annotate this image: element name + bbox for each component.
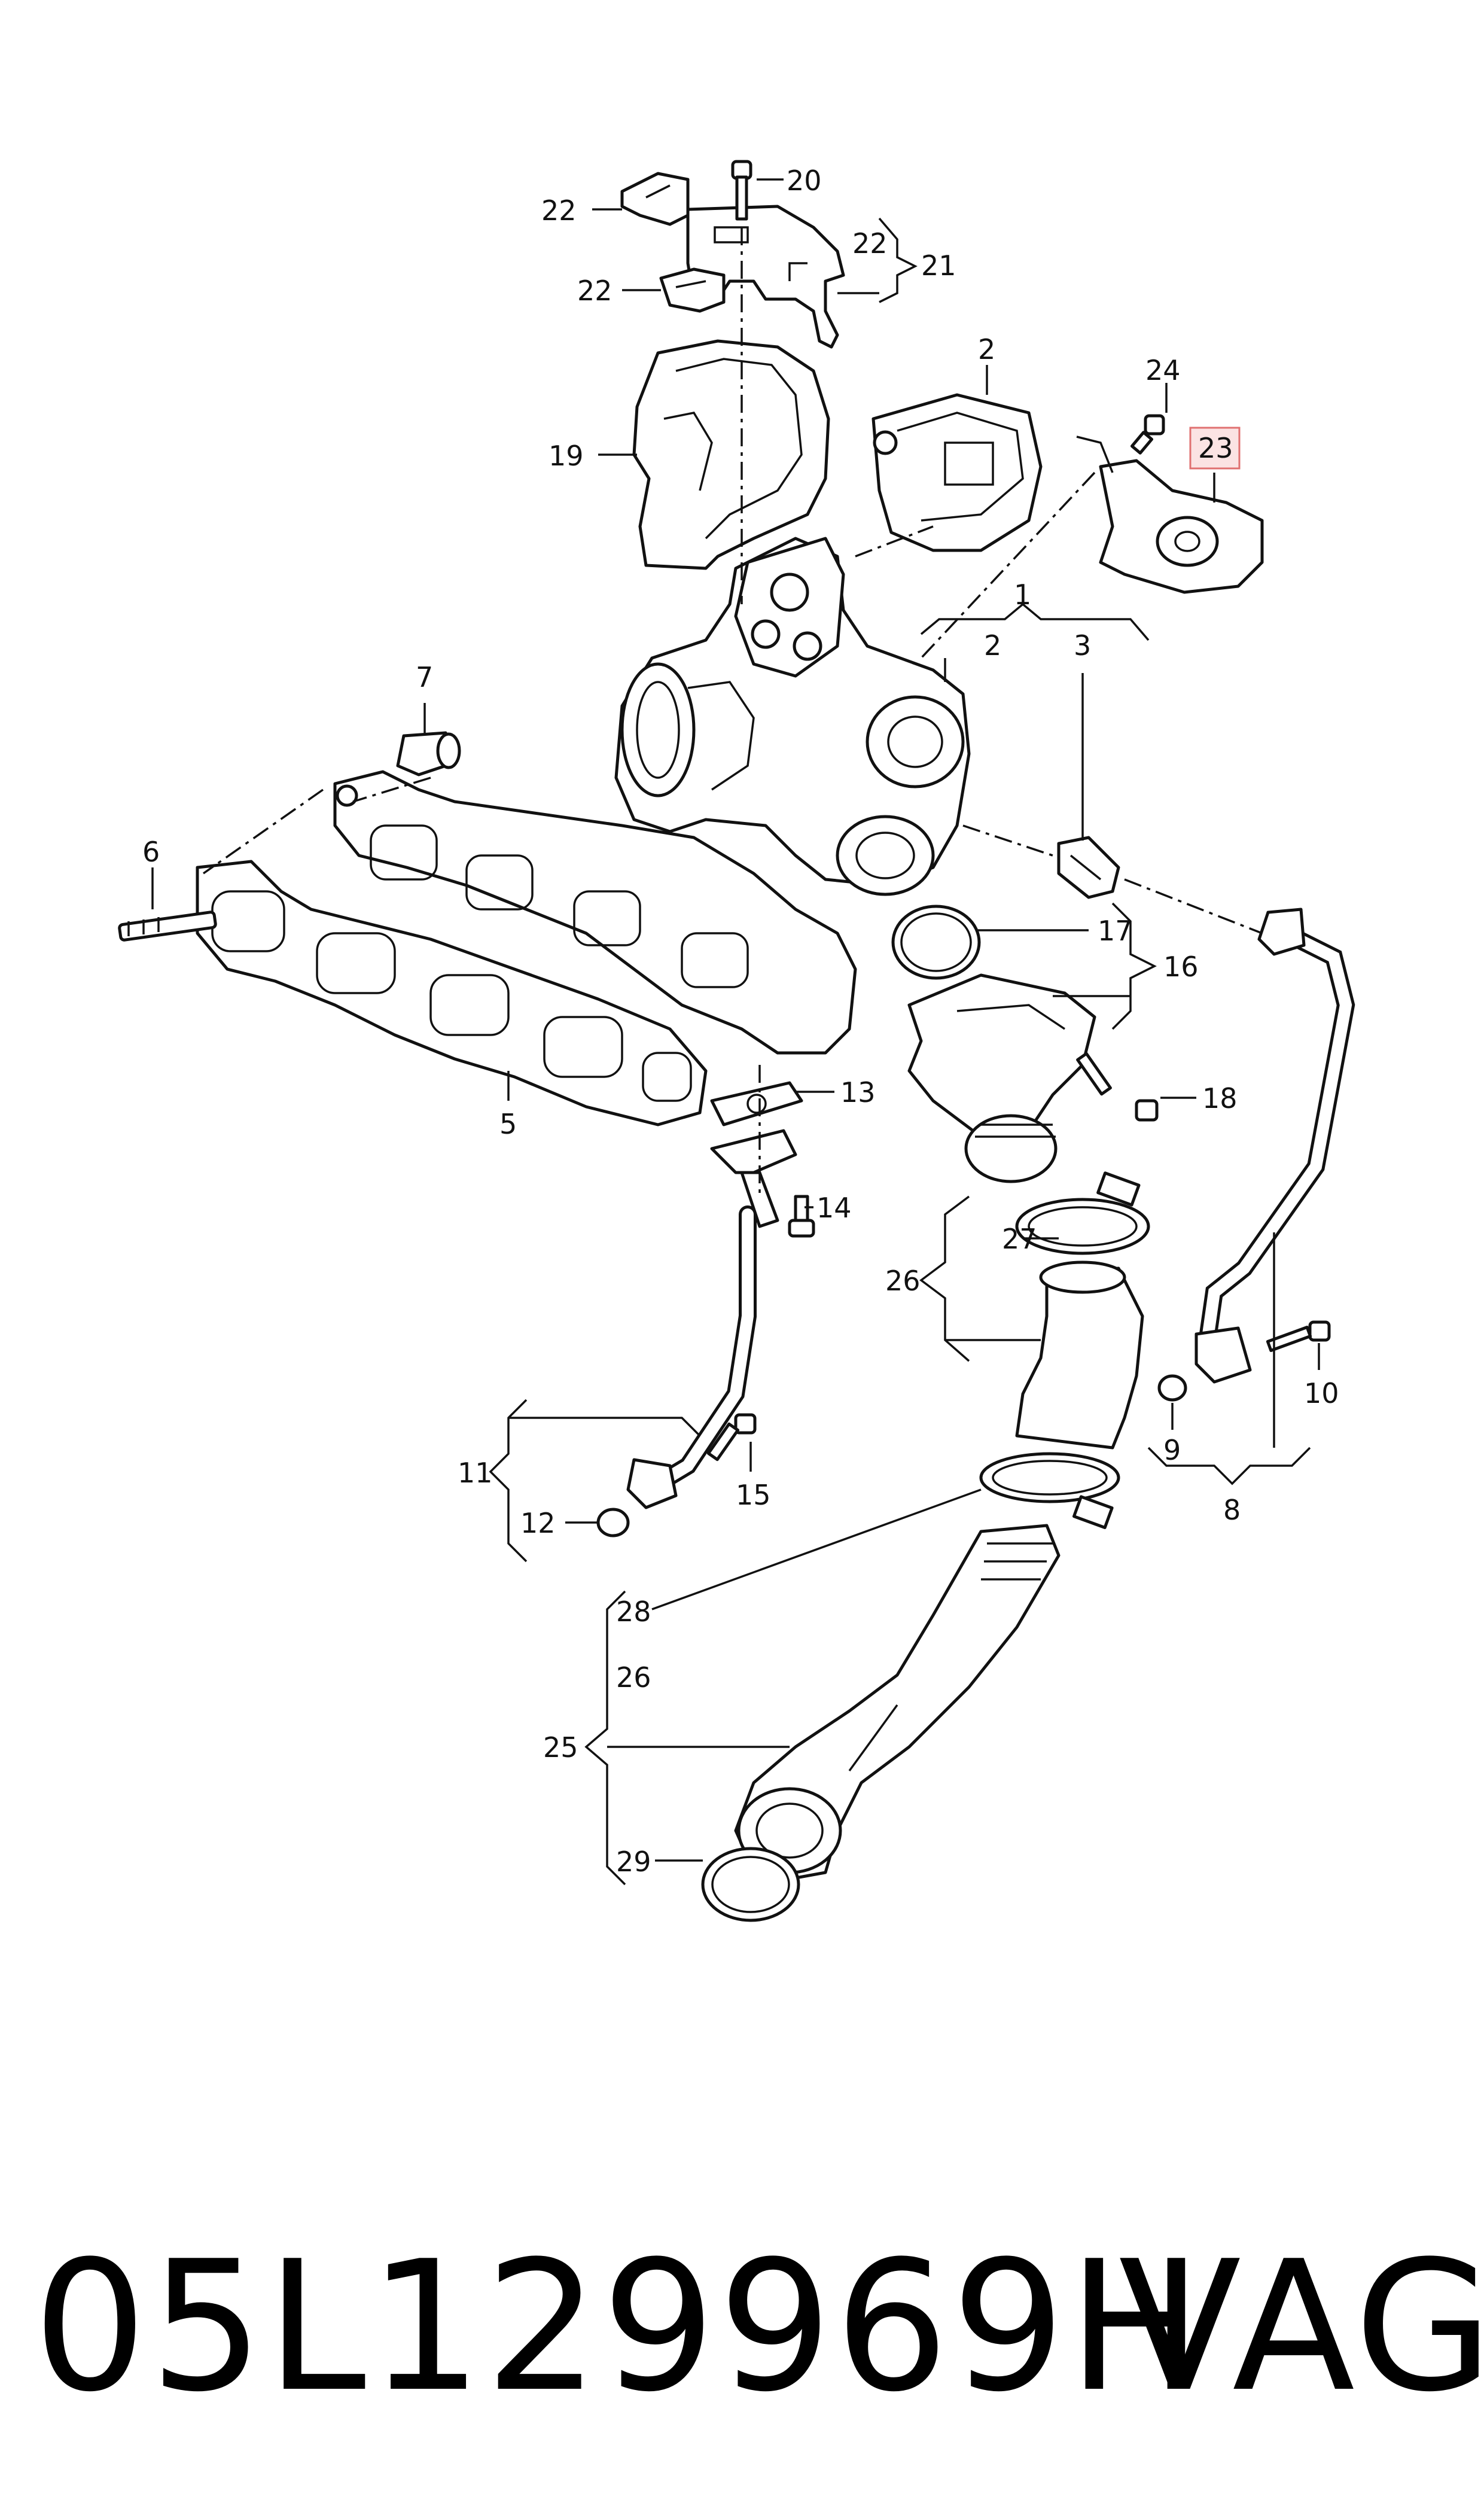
hose-26	[1015, 1260, 1144, 1450]
heat-shield-19	[632, 339, 830, 570]
clip-22-upper	[620, 172, 690, 226]
callout-21: 21	[921, 249, 956, 282]
bolt-10	[1266, 1320, 1331, 1352]
wastegate-actuator	[871, 393, 1043, 552]
hose-clamp-27	[1015, 1171, 1150, 1255]
turbocharger	[614, 537, 971, 896]
leader-lines	[151, 178, 1320, 1886]
callout-2-lower: 2	[984, 629, 1001, 662]
elbow-16	[907, 973, 1096, 1183]
callout-2-upper: 2	[978, 333, 995, 366]
hose-clamp-28	[979, 1452, 1120, 1529]
callout-13: 13	[840, 1076, 876, 1109]
callout-20: 20	[787, 165, 822, 197]
callout-25: 25	[543, 1731, 578, 1764]
callout-1: 1	[1014, 578, 1031, 611]
manifold-gasket	[196, 860, 708, 1126]
callout-26-upper: 26	[885, 1265, 921, 1297]
stud-6	[118, 911, 217, 942]
callout-9: 9	[1163, 1434, 1181, 1466]
callout-11: 11	[458, 1457, 493, 1489]
union-3	[1057, 836, 1120, 899]
callout-8: 8	[1223, 1494, 1241, 1526]
callout-labels: 20 22 22 21 22 19 2 24 23 1 2 3 7 6 5 13…	[142, 165, 1339, 1878]
callout-7: 7	[416, 661, 433, 693]
callout-16: 16	[1163, 951, 1199, 983]
callout-29: 29	[616, 1846, 651, 1878]
callout-6: 6	[142, 836, 160, 868]
brand-name: VAG	[1119, 2222, 1484, 2431]
charge-air-pipe-25	[734, 1524, 1061, 1886]
center-lines	[202, 227, 1263, 1196]
heat-shield-23	[1076, 436, 1264, 594]
callout-5: 5	[499, 1108, 517, 1140]
callout-23: 23	[1198, 432, 1233, 464]
o-ring-17	[891, 905, 981, 980]
highlight-box	[1189, 427, 1241, 470]
callout-28: 28	[616, 1596, 651, 1628]
callout-22-brace: 22	[852, 227, 888, 260]
callout-18: 18	[1202, 1082, 1238, 1115]
bolt-18	[1076, 1052, 1159, 1122]
callout-12: 12	[520, 1507, 556, 1539]
callout-14: 14	[816, 1192, 852, 1224]
callout-19: 19	[548, 440, 584, 472]
sleeve-7	[396, 731, 461, 777]
callout-26-lower: 26	[616, 1661, 651, 1694]
callout-22-lower: 22	[577, 275, 613, 307]
o-ring-29	[701, 1847, 800, 1922]
footer: 05L129969H VAG	[0, 2213, 1484, 2453]
callout-17: 17	[1098, 915, 1133, 947]
callout-22-upper: 22	[541, 194, 577, 227]
clip-22-lower	[659, 267, 726, 313]
coolant-line-8	[1194, 908, 1355, 1384]
part-number: 05L129969H	[33, 2222, 1205, 2431]
seal-9	[1157, 1374, 1187, 1402]
callout-24: 24	[1145, 354, 1181, 386]
bolt-20	[731, 160, 752, 221]
bolt-24	[1130, 414, 1165, 455]
seal-12	[596, 1508, 630, 1537]
exhaust-manifold	[333, 770, 857, 1055]
bolt-15	[706, 1413, 757, 1462]
callout-15: 15	[736, 1479, 771, 1511]
callout-10: 10	[1304, 1377, 1339, 1409]
callout-3: 3	[1074, 629, 1091, 662]
callout-27: 27	[1002, 1223, 1037, 1255]
oil-return-line	[626, 1129, 797, 1509]
gasket-13	[710, 1081, 803, 1126]
bolt-14	[788, 1195, 815, 1238]
